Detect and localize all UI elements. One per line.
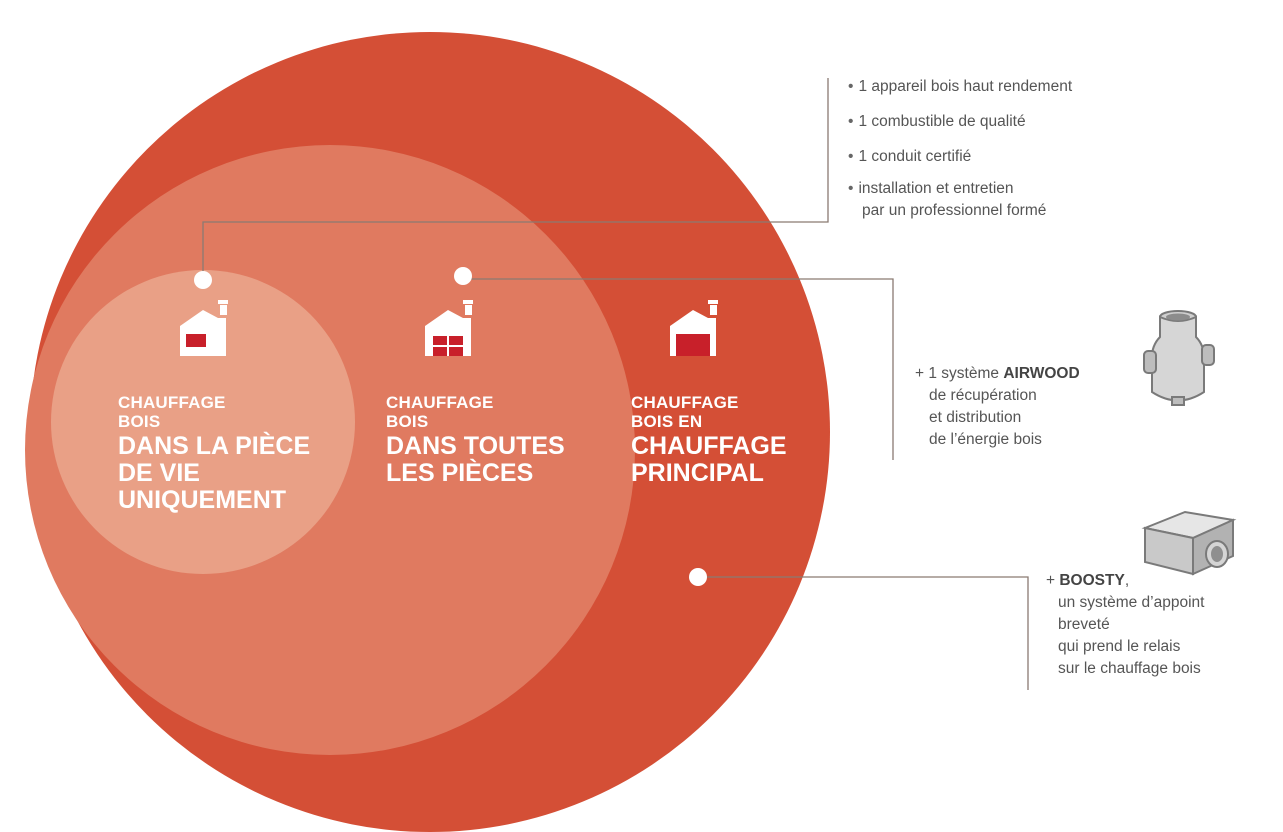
house-main-heating-icon: [670, 300, 718, 356]
boosty-line: un système d’appoint: [1058, 594, 1205, 611]
level-label-big: CHAUFFAGE: [631, 432, 787, 460]
level-label-small: CHAUFFAGE: [118, 393, 226, 412]
marker-dot-1: [194, 271, 212, 289]
airwood-line: de l’énergie bois: [929, 431, 1042, 448]
airwood-name: AIRWOOD: [1003, 365, 1080, 382]
requirement-item: 1 combustible de qualité: [848, 111, 1025, 133]
house-small-fire-icon: [180, 300, 228, 356]
inner-circle: [51, 270, 355, 574]
connector-requirements: [202, 78, 829, 280]
airwood-device-icon: [1143, 310, 1215, 406]
level-label-big: UNIQUEMENT: [118, 486, 287, 514]
level-label-big: LES PIÈCES: [386, 459, 534, 487]
level-label-all-rooms: CHAUFFAGE BOIS DANS TOUTES LES PIÈCES: [386, 393, 616, 487]
boosty-line: qui prend le relais: [1058, 638, 1181, 655]
airwood-line: et distribution: [929, 409, 1022, 426]
level-label-main-heating: CHAUFFAGE BOIS EN CHAUFFAGE PRINCIPAL: [631, 393, 851, 487]
boosty-line: sur le chauffage bois: [1058, 660, 1201, 677]
requirement-item: 1 conduit certifié: [848, 146, 971, 168]
requirement-item-continued: par un professionnel formé: [862, 202, 1047, 219]
boosty-line: breveté: [1058, 616, 1110, 633]
airwood-prefix: + 1 système: [915, 365, 1004, 382]
boosty-suffix: ,: [1124, 572, 1130, 589]
level-label-small: CHAUFFAGE: [631, 393, 739, 412]
boosty-name: BOOSTY: [1059, 572, 1125, 589]
house-all-rooms-icon: [425, 300, 473, 356]
airwood-note: + 1 système AIRWOOD de récupération et d…: [915, 363, 1080, 451]
marker-dot-2: [454, 267, 472, 285]
level-label-big: PRINCIPAL: [631, 459, 764, 487]
marker-dot-3: [689, 568, 707, 586]
boosty-device-icon: [1141, 510, 1237, 576]
level-label-big: DE VIE: [118, 459, 200, 487]
level-label-living-room: CHAUFFAGE BOIS DANS LA PIÈCE DE VIE UNIQ…: [118, 393, 338, 514]
level-label-small: BOIS: [386, 412, 429, 431]
level-label-big: DANS LA PIÈCE: [118, 432, 311, 460]
level-label-small: BOIS: [118, 412, 161, 431]
boosty-note: + BOOSTY, un système d’appoint breveté q…: [1046, 570, 1204, 680]
boosty-prefix: +: [1046, 572, 1060, 589]
level-label-big: DANS TOUTES: [386, 432, 565, 460]
connector-airwood: [463, 278, 894, 460]
airwood-line: de récupération: [929, 387, 1037, 404]
level-label-small: CHAUFFAGE: [386, 393, 494, 412]
connector-boosty: [698, 576, 1029, 690]
requirement-item: installation et entretien: [848, 178, 1013, 200]
requirement-item: 1 appareil bois haut rendement: [848, 76, 1072, 98]
level-label-small: BOIS EN: [631, 412, 703, 431]
